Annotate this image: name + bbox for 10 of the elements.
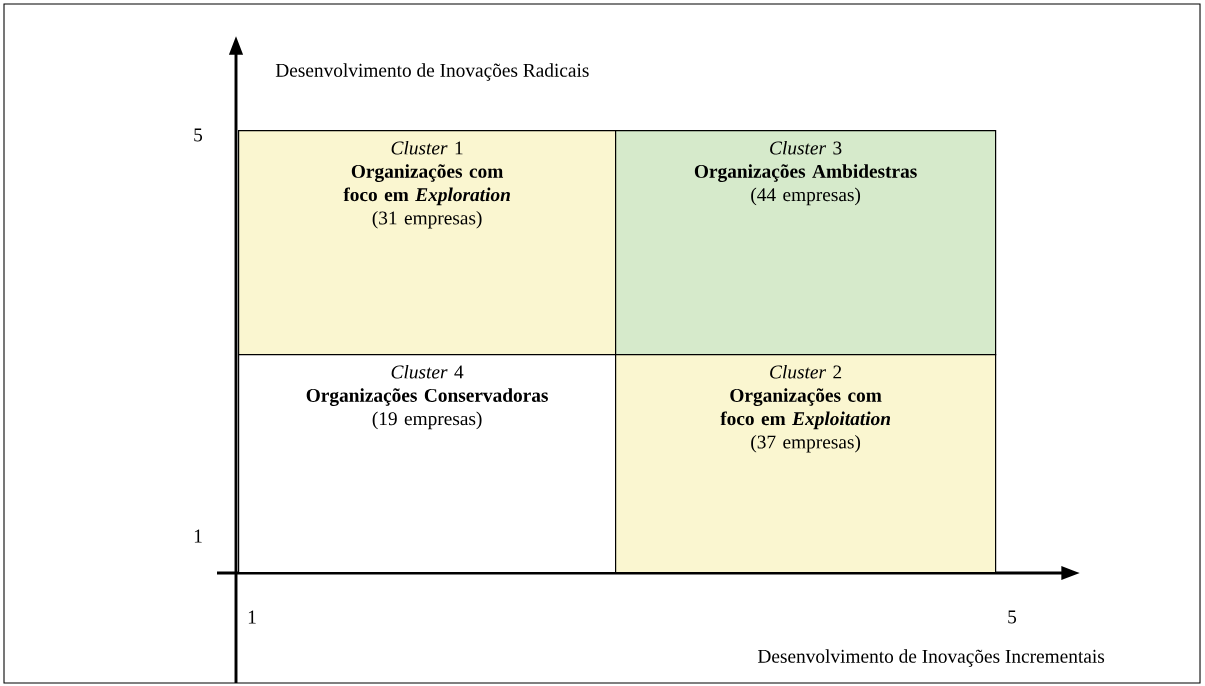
quadrant-box: Cluster 2 Organizações com foco em Exploitation (37 empresas) [615, 354, 997, 574]
tick-label: 1 [194, 529, 202, 543]
tick-label: 5 [194, 128, 203, 142]
quadrant-box: Cluster 4 Organizações Conservadoras (19 empresas) [238, 354, 617, 574]
tick-label: 5 [1008, 610, 1017, 624]
axis-title: Desenvolvimento de Inovações Incrementais [757, 649, 1105, 667]
quadrant-box: Cluster 3 Organizações Ambidestras (44 empresas) [615, 130, 997, 356]
quadrant-box: Cluster 1 Organizações com foco em Exploration (31 empresas) [238, 130, 617, 356]
axis-title: Desenvolvimento de Inovações Radicais [275, 63, 589, 81]
tick-label: 1 [248, 610, 256, 624]
